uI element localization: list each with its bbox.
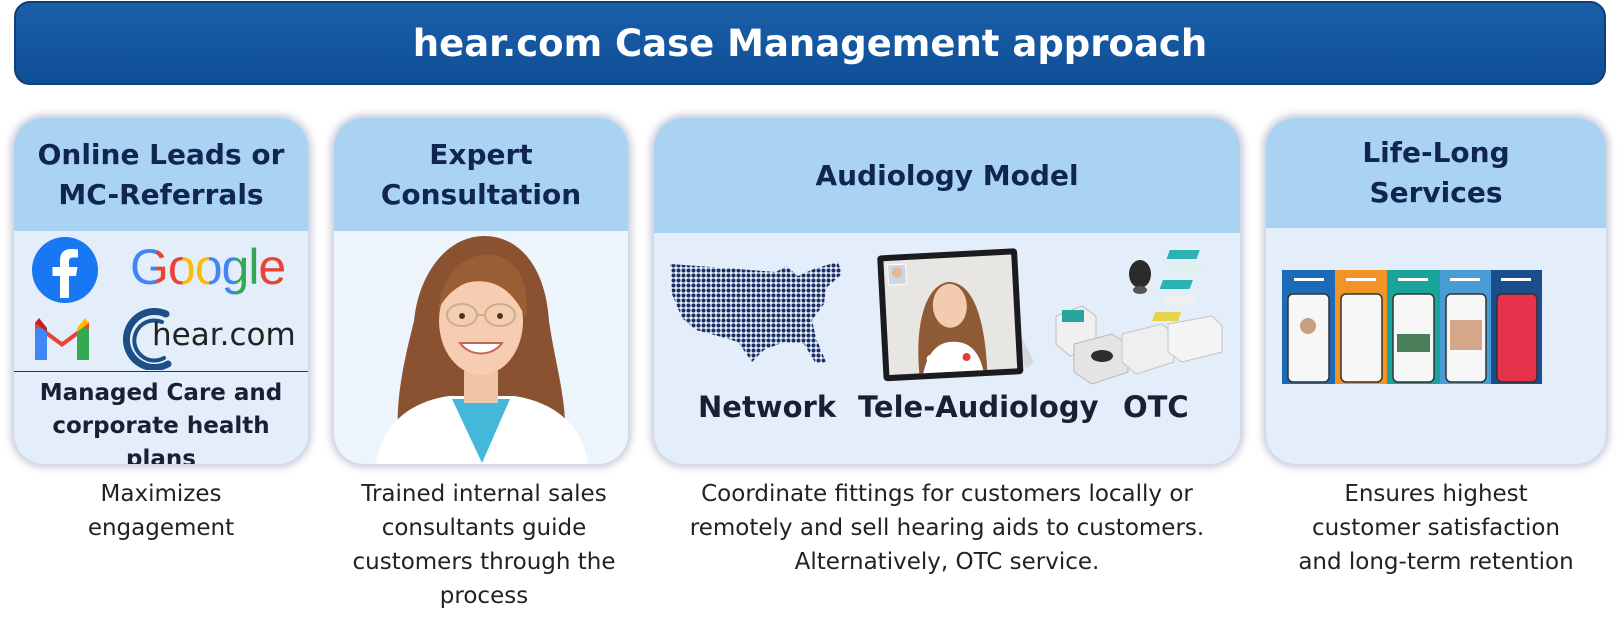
heading-line: Expert [429,137,533,171]
caption-line: customer satisfaction [1312,515,1560,541]
caption-line: Ensures highest [1344,481,1528,507]
caption-line: customers through the [352,549,616,575]
hear-com-text: hear.com [152,317,296,353]
divider [14,371,308,372]
app-screenshots [1282,270,1542,388]
caption-line: Alternatively, OTC service. [794,549,1100,575]
caption-line: Coordinate fittings for customers locall… [701,481,1193,507]
consultant-photo [334,231,628,464]
managed-care-line: corporate health plans [52,413,270,464]
facebook-logo [31,236,99,308]
title-banner: hear.com Case Management approach [14,1,1606,85]
google-text: Google [130,239,286,295]
card-heading: Life-Long Services [1266,118,1606,228]
tele-audiology-label: Tele-Audiology [858,390,1099,424]
hear-com-logo: hear.com [120,308,300,370]
caption-audiology-model: Coordinate fittings for customers locall… [654,477,1240,579]
us-network-map [666,258,846,370]
tele-audiology-tablet [876,244,1046,388]
page-title: hear.com Case Management approach [412,21,1208,65]
google-logo: Google [130,238,286,296]
heading-line: Consultation [380,177,582,211]
gmail-logo [31,314,93,366]
heading-line: MC-Referrals [58,177,264,211]
caption-life-long-services: Ensures highest customer satisfaction an… [1266,477,1606,579]
otc-label: OTC [1123,390,1189,424]
card-heading: Expert Consultation [334,118,628,231]
heading-line: Life-Long [1362,136,1510,169]
heading-line: Services [1369,176,1503,209]
caption-line: and long-term retention [1298,549,1574,575]
card-expert-consultation: Expert Consultation [334,118,628,464]
card-audiology-model: Audiology Model [654,118,1240,464]
card-life-long-services: Life-Long Services [1266,118,1606,464]
caption-expert-consultation: Trained internal sales consultants guide… [334,477,634,613]
card-online-leads: Online Leads or MC-Referrals Google hear… [14,118,308,464]
network-label: Network [698,390,837,424]
caption-line: consultants guide [381,515,587,541]
caption-line: remotely and sell hearing aids to custom… [689,515,1205,541]
managed-care-line: Managed Care and [39,380,283,406]
caption-line: Trained internal sales [361,481,607,507]
caption-line: Maximizes [100,481,222,507]
heading-line: Audiology Model [815,158,1079,192]
heading-line: Online Leads or [37,137,285,171]
card-heading: Online Leads or MC-Referrals [14,118,308,231]
caption-line: process [439,583,529,609]
managed-care-label: Managed Care and corporate health plans [14,377,308,464]
caption-line: engagement [87,515,235,541]
caption-online-leads: Maximizes engagement [14,477,308,545]
card-heading: Audiology Model [654,118,1240,233]
otc-products [1052,244,1232,396]
